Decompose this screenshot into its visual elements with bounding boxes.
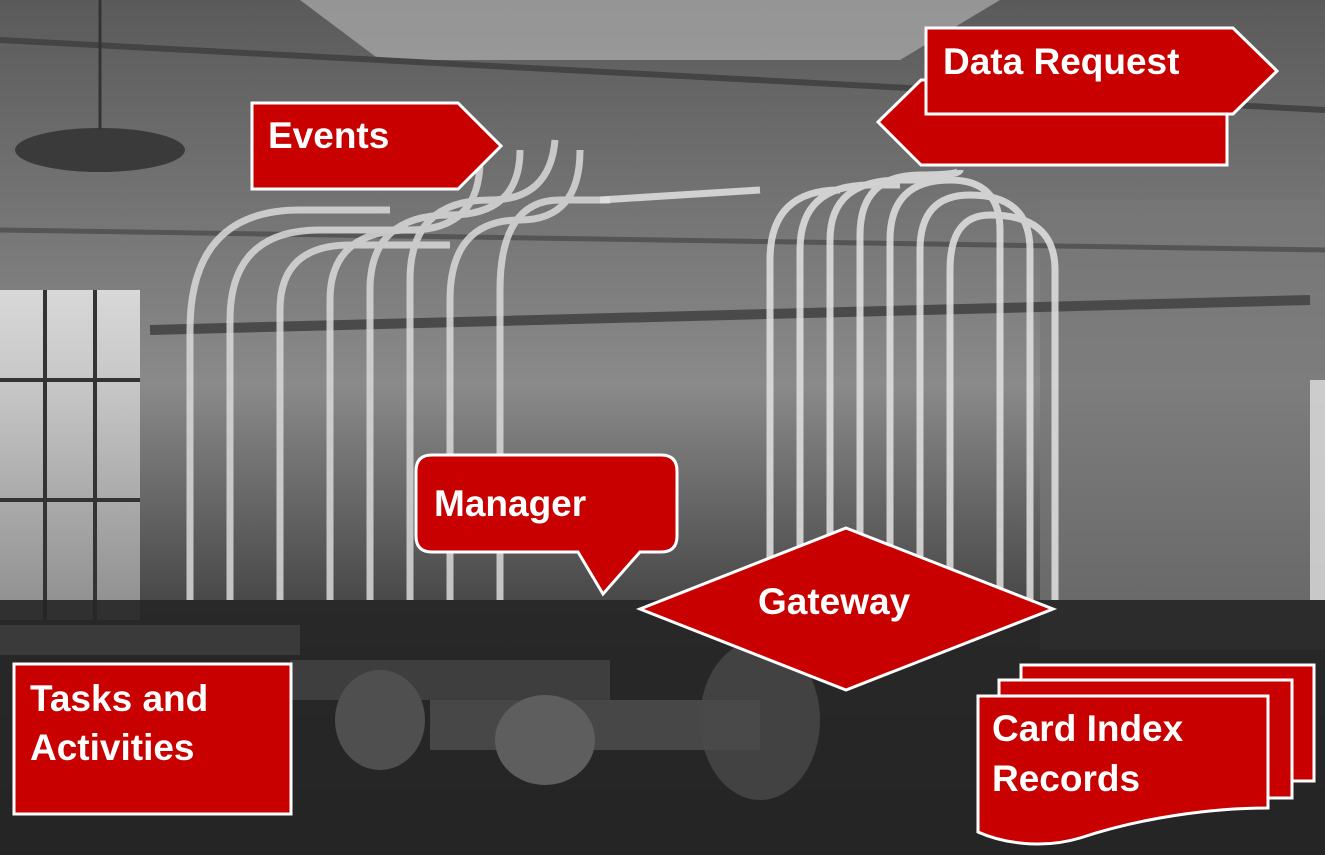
- gateway-label: Gateway: [758, 581, 911, 622]
- tasks-label-line2: Activities: [30, 727, 195, 768]
- tasks-label-line1: Tasks and: [30, 678, 209, 719]
- data-request-shape: [875, 26, 1280, 167]
- tasks-activities-shape: [12, 662, 293, 816]
- data-request-label: Data Request: [943, 41, 1180, 82]
- records-label-line2: Records: [992, 758, 1141, 799]
- gateway-diamond-shape: [635, 526, 1058, 692]
- manager-callout-shape: [414, 453, 679, 597]
- card-index-records-shape: [976, 663, 1316, 846]
- events-shape: [250, 101, 504, 191]
- records-label-line1: Card Index: [992, 708, 1184, 749]
- events-label: Events: [268, 115, 390, 156]
- manager-label: Manager: [434, 483, 587, 524]
